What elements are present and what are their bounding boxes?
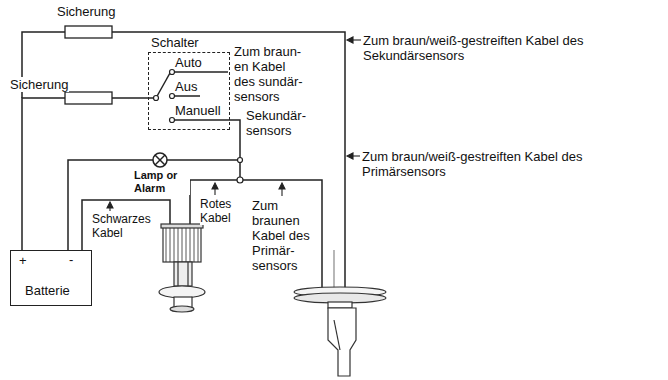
- terminal-sign: +: [19, 253, 27, 268]
- fuse-label: Sicherung: [10, 77, 69, 92]
- switch-position: Manuell: [175, 103, 221, 118]
- cable-note: Sekundär- sensors: [246, 108, 306, 138]
- switch-position: Auto: [175, 55, 202, 70]
- switch-position: Aus: [175, 79, 197, 94]
- cable-note: Zum braunen Kabel des Primär- sensors: [252, 198, 314, 273]
- battery-label: Batterie: [25, 283, 70, 298]
- switch-box: SchalterAutoAusManuell: [148, 52, 230, 130]
- cable-note: Zum braun- en Kabel des sundär- sensors: [234, 44, 304, 104]
- cable-note: Zum braun/weiß-gestreiften Kabel des Pri…: [362, 149, 594, 179]
- terminal-sign: -: [69, 252, 73, 267]
- battery-box: + - Batterie: [10, 250, 92, 306]
- lamp-symbol: [153, 153, 167, 167]
- fuse-symbol: [65, 26, 112, 104]
- fuse-label: Sicherung: [57, 4, 116, 19]
- leader-arrows: [107, 37, 361, 211]
- contacts: [154, 70, 175, 123]
- switch-title: Schalter: [151, 35, 199, 50]
- junctions: [237, 158, 243, 184]
- cable-label: Rotes Kabel: [200, 197, 242, 225]
- lamp-label: Lamp or Alarm: [134, 169, 190, 195]
- pump-illustration: [159, 224, 205, 312]
- cable-note: Zum braun/weiß-gestreiften Kabel des Sek…: [363, 33, 595, 63]
- cable-label: Schwarzes Kabel: [92, 212, 156, 240]
